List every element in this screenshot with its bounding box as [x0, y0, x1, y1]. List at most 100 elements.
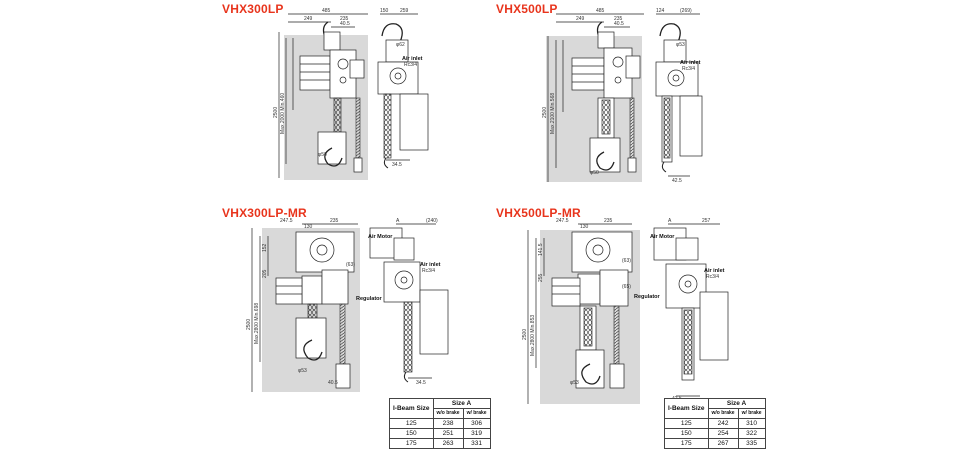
dim-max-mr300: Max.2800 Min.698 [254, 303, 260, 344]
label-rc34-d: Rc3/4 [706, 274, 719, 280]
dim-63-d: (63) [622, 258, 631, 264]
dim-a-c: A [396, 218, 400, 224]
side-vhx300lp [377, 13, 429, 169]
dim-63-c: (63) [346, 262, 355, 268]
dim-235-a: 235 [340, 16, 349, 22]
dim-40-5-a: 40.5 [340, 21, 350, 27]
dim-235-c: 235 [330, 218, 339, 224]
dim-485-a: 485 [322, 8, 331, 14]
dim-124-b: 124 [656, 8, 665, 14]
table-row: 175 267 335 [664, 438, 766, 449]
table-cell: 242 [707, 418, 739, 429]
label-rc34-a: Rc3/4 [404, 62, 417, 68]
dim-235-b: 235 [614, 16, 623, 22]
dim-34-5-a: 34.5 [392, 162, 402, 168]
table-cell: 263 [432, 438, 464, 449]
dim-130-c: 130 [304, 224, 313, 230]
table-cell: 331 [462, 438, 491, 449]
label-regulator-d: Regulator [634, 294, 661, 300]
title-vhx500lp: VHX500LP [496, 2, 558, 16]
dim-130-d: 130 [580, 224, 589, 230]
dim-235-d: 235 [604, 218, 613, 224]
dim-max-lp500: Max.2100 Min.568 [550, 93, 556, 134]
dim-a-d: A [668, 218, 672, 224]
label-air-motor-d: Air Motor [650, 234, 675, 240]
drawing-vhx300lp [278, 13, 368, 180]
label-air-inlet-b: Air inlet [680, 60, 701, 66]
dim-2500-d: 2500 [522, 329, 528, 340]
table-subheader-wo-brake: w/o brake [432, 408, 464, 419]
dim-50-b: φ50 [590, 170, 599, 176]
dim-485-b: 485 [596, 8, 605, 14]
table-header-size-a: Size A [432, 398, 491, 409]
label-air-inlet-a: Air inlet [402, 56, 423, 62]
dim-255-d: 255 [538, 273, 544, 282]
table-row: 175 263 331 [389, 438, 491, 449]
table-subheader-w-brake: w/ brake [462, 408, 491, 419]
drawing-vhx500lp [546, 13, 644, 182]
dim-max-lp300: Max.2000 Min.460 [280, 93, 286, 134]
dim-42-5-b: 42.5 [672, 178, 682, 184]
table-cell: 319 [462, 428, 491, 439]
title-vhx300lp: VHX300LP [222, 2, 284, 16]
table-cell: 267 [707, 438, 739, 449]
dim-259-a: 259 [400, 8, 409, 14]
table-cell: 125 [664, 418, 709, 429]
side-vhx500lp [655, 13, 703, 177]
dim-152-c: 152 [262, 243, 268, 252]
table-cell: 150 [664, 428, 709, 439]
table-cell: 150 [389, 428, 434, 439]
label-air-motor-c: Air Motor [368, 234, 393, 240]
dim-34-5-c: 34.5 [416, 380, 426, 386]
dim-205-c: 205 [262, 269, 268, 278]
dim-53-c: φ53 [298, 368, 307, 374]
dim-53-d: φ53 [570, 380, 579, 386]
table-subheader-wo-brake: w/o brake [707, 408, 739, 419]
table-row: 125 242 310 [664, 418, 766, 429]
dim-240-c: (240) [426, 218, 438, 224]
dim-247-5-c: 247.5 [280, 218, 293, 224]
dim-150-a: 150 [380, 8, 389, 14]
table-cell: 322 [737, 428, 766, 439]
table-row: 150 251 319 [389, 428, 491, 439]
label-rc34-c: Rc3/4 [422, 268, 435, 274]
drawing-vhx300lp-mr [251, 223, 360, 392]
drawing-vhx500lp-mr [527, 223, 640, 404]
table-cell: 238 [432, 418, 464, 429]
table-row: 125 238 306 [389, 418, 491, 429]
dim-141-5-d: 141.5 [538, 243, 544, 256]
label-rc34-b: Rc3/4 [682, 66, 695, 72]
dim-65-d: (65) [622, 284, 631, 290]
dim-249-a: 249 [304, 16, 313, 22]
table-header-size-a: Size A [707, 398, 766, 409]
table-cell: 251 [432, 428, 464, 439]
table-cell: 254 [707, 428, 739, 439]
dim-2500-b: 2500 [542, 107, 548, 118]
dim-40-5-b: 40.5 [614, 21, 624, 27]
table-cell: 310 [737, 418, 766, 429]
dim-257-d: 257 [702, 218, 711, 224]
table-cell: 175 [389, 438, 434, 449]
side-vhx300lp-mr [369, 223, 449, 383]
dim-50-a: φ50 [318, 152, 327, 158]
table-header-ibeam: I-Beam Size [389, 398, 434, 419]
dim-53-b: φ53 [676, 42, 685, 48]
side-vhx500lp-mr [653, 223, 729, 397]
label-air-inlet-d: Air inlet [704, 268, 725, 274]
label-air-inlet-c: Air inlet [420, 262, 441, 268]
table-cell: 125 [389, 418, 434, 429]
table-cell: 335 [737, 438, 766, 449]
table-subheader-w-brake: w/ brake [737, 408, 766, 419]
dim-62-a: φ62 [396, 42, 405, 48]
size-table-vhx300lp-mr: I-Beam Size Size A w/o brake w/ brake 12… [389, 398, 491, 449]
table-cell: 175 [664, 438, 709, 449]
dim-47-5-c: 40.5 [328, 380, 338, 386]
size-table-vhx500lp-mr: I-Beam Size Size A w/o brake w/ brake 12… [664, 398, 766, 449]
title-vhx500lp-mr: VHX500LP-MR [496, 206, 581, 220]
table-row: 150 254 322 [664, 428, 766, 439]
label-regulator-c: Regulator [356, 296, 383, 302]
dim-247-5-d: 247.5 [556, 218, 569, 224]
dim-2500-a: 2500 [273, 107, 279, 118]
table-header-ibeam: I-Beam Size [664, 398, 709, 419]
